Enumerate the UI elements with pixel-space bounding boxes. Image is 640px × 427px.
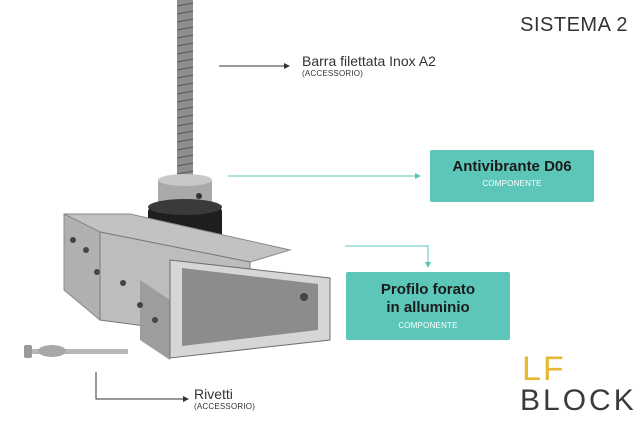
damper-card-note: COMPONENTE <box>482 179 542 188</box>
rod-label-note: (ACCESSORIO) <box>302 69 364 78</box>
profile-card-note: COMPONENTE <box>398 321 458 330</box>
rod-label: Barra filettata Inox A2 (ACCESSORIO) <box>302 53 436 78</box>
logo-lf: LF <box>522 350 566 388</box>
callout-lines <box>95 63 431 402</box>
aluminium-profile <box>99 231 331 360</box>
logo-block: BLOCK <box>520 384 637 417</box>
rivets-label: Rivetti (ACCESSORIO) <box>194 386 255 411</box>
rivets-label-note: (ACCESSORIO) <box>194 402 256 411</box>
rivet <box>24 345 128 358</box>
rod-label-name: Barra filettata Inox A2 <box>302 53 436 69</box>
profile-card-line2: in alluminio <box>386 299 470 316</box>
page-title: SISTEMA 2 <box>520 14 628 36</box>
profile-card-line1: Profilo forato <box>380 281 476 298</box>
threaded-rod <box>176 0 194 190</box>
damper-card: Antivibrante D06 COMPONENTE <box>430 150 594 202</box>
damper-card-name: Antivibrante D06 <box>452 158 572 175</box>
rivets-label-name: Rivetti <box>194 386 233 402</box>
profile-card: Profilo forato in alluminio COMPONENTE <box>346 272 510 340</box>
bracket <box>63 213 292 322</box>
